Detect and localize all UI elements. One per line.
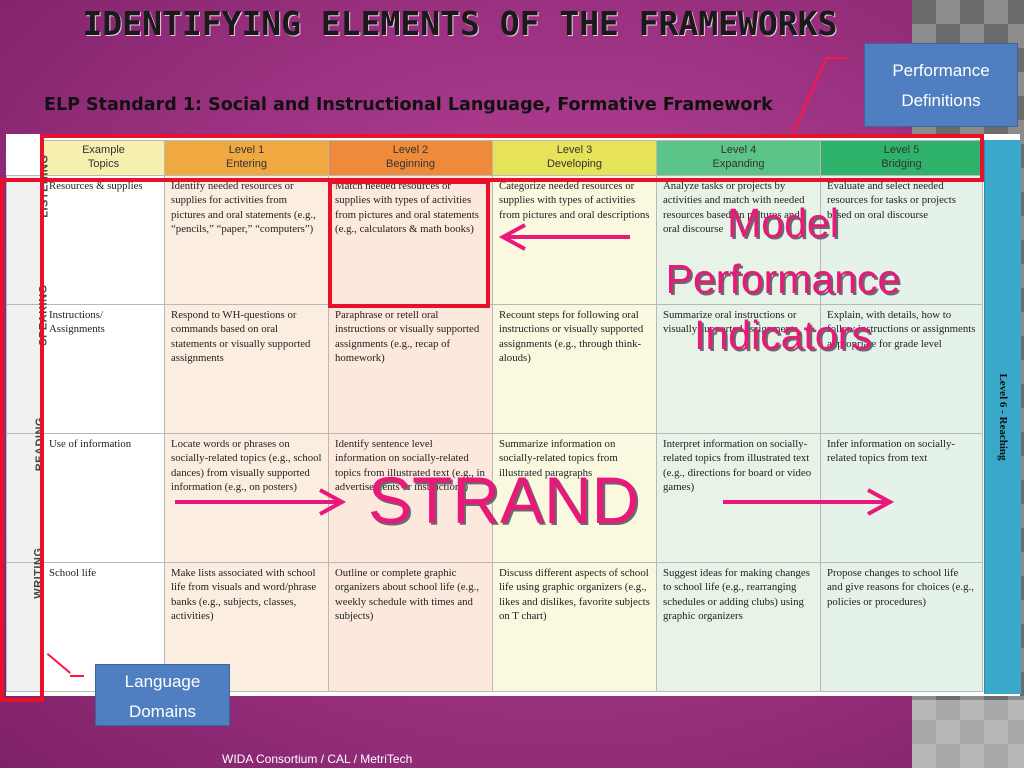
- slide-title: IDENTIFYING ELEMENTS OF THE FRAMEWORKS: [82, 4, 838, 43]
- level-6-label: Level 6 - Reaching: [997, 373, 1009, 461]
- table-cell: Analyze tasks or projects by activities …: [656, 175, 821, 305]
- topic-cell: Resources & supplies: [42, 175, 165, 305]
- level-6-reaching-column: Level 6 - Reaching: [984, 140, 1021, 694]
- table-row-writing: WRITING School life Make lists associate…: [6, 548, 983, 692]
- slide-footer: WIDA Consortium / CAL / MetriTech: [222, 752, 413, 766]
- header-level-5: Level 5 Bridging: [820, 140, 983, 176]
- topic-cell: Use of information: [42, 433, 165, 563]
- header-spacer: [6, 140, 43, 176]
- arrow-right-icon: [723, 488, 895, 516]
- performance-definitions-leader: [828, 57, 846, 59]
- table-cell: Match needed resources or supplies with …: [328, 175, 493, 305]
- model-performance-indicator-highlight: [328, 180, 490, 308]
- model-performance-indicators-label: Model Performance Indicators: [665, 200, 901, 358]
- performance-definitions-highlight: [40, 134, 984, 182]
- callout-line: Definitions: [901, 91, 981, 110]
- table-cell: Identify sentence level information on s…: [328, 433, 493, 563]
- callout-line: Performance: [892, 61, 990, 80]
- header-example-topics: Example Topics: [42, 140, 165, 176]
- table-cell: Propose changes to school life and give …: [820, 562, 983, 692]
- language-domains-highlight: [0, 178, 44, 702]
- table-cell: Recount steps for following oral instruc…: [492, 304, 657, 434]
- header-level-4: Level 4 Expanding: [656, 140, 821, 176]
- table-cell: Respond to WH-questions or commands base…: [164, 304, 329, 434]
- domain-cell: WRITING: [6, 548, 44, 692]
- callout-line: Language: [124, 672, 201, 691]
- language-domains-callout: Language Domains: [95, 664, 230, 726]
- header-level-2: Level 2 Beginning: [328, 140, 493, 176]
- table-cell: Discuss different aspects of school life…: [492, 562, 657, 692]
- table-cell: Explain, with details, how to follow ins…: [820, 304, 983, 434]
- strand-label: STRAND: [368, 463, 640, 537]
- domain-cell: SPEAKING: [6, 284, 50, 434]
- header-row: Example Topics Level 1 Entering Level 2 …: [6, 140, 983, 176]
- table-cell: Interpret information on socially-relate…: [656, 433, 821, 563]
- domain-cell: LISTENING: [6, 155, 50, 305]
- table-row-speaking: SPEAKING Instructions/ Assignments Respo…: [6, 284, 983, 434]
- callout-line: Domains: [128, 702, 197, 721]
- formative-framework-table: Example Topics Level 1 Entering Level 2 …: [6, 140, 983, 692]
- arrow-right-icon: [175, 488, 347, 516]
- header-level-3: Level 3 Developing: [492, 140, 657, 176]
- slide-subtitle: ELP Standard 1: Social and Instructional…: [44, 95, 773, 115]
- table-cell: Infer information on socially-related to…: [820, 433, 983, 563]
- table-cell: Paraphrase or retell oral instructions o…: [328, 304, 493, 434]
- table-cell: Categorize needed resources or supplies …: [492, 175, 657, 305]
- decorative-strip-bottom: [912, 700, 1024, 768]
- table-cell: Summarize information on socially-relate…: [492, 433, 657, 563]
- header-level-1: Level 1 Entering: [164, 140, 329, 176]
- table-cell: Evaluate and select needed resources for…: [820, 175, 983, 305]
- table-row-listening: LISTENING Resources & supplies Identify …: [6, 155, 983, 305]
- table-cell: Summarize oral instructions or visually …: [656, 304, 821, 434]
- table-cell: Suggest ideas for making changes to scho…: [656, 562, 821, 692]
- arrow-left-icon: [498, 223, 630, 251]
- table-cell: Locate words or phrases on socially-rela…: [164, 433, 329, 563]
- language-domains-leader: [70, 675, 84, 677]
- table-cell: Outline or complete graphic organizers a…: [328, 562, 493, 692]
- table-cell: Identify needed resources or supplies fo…: [164, 175, 329, 305]
- performance-definitions-callout: Performance Definitions: [864, 43, 1018, 127]
- topic-cell: Instructions/ Assignments: [42, 304, 165, 434]
